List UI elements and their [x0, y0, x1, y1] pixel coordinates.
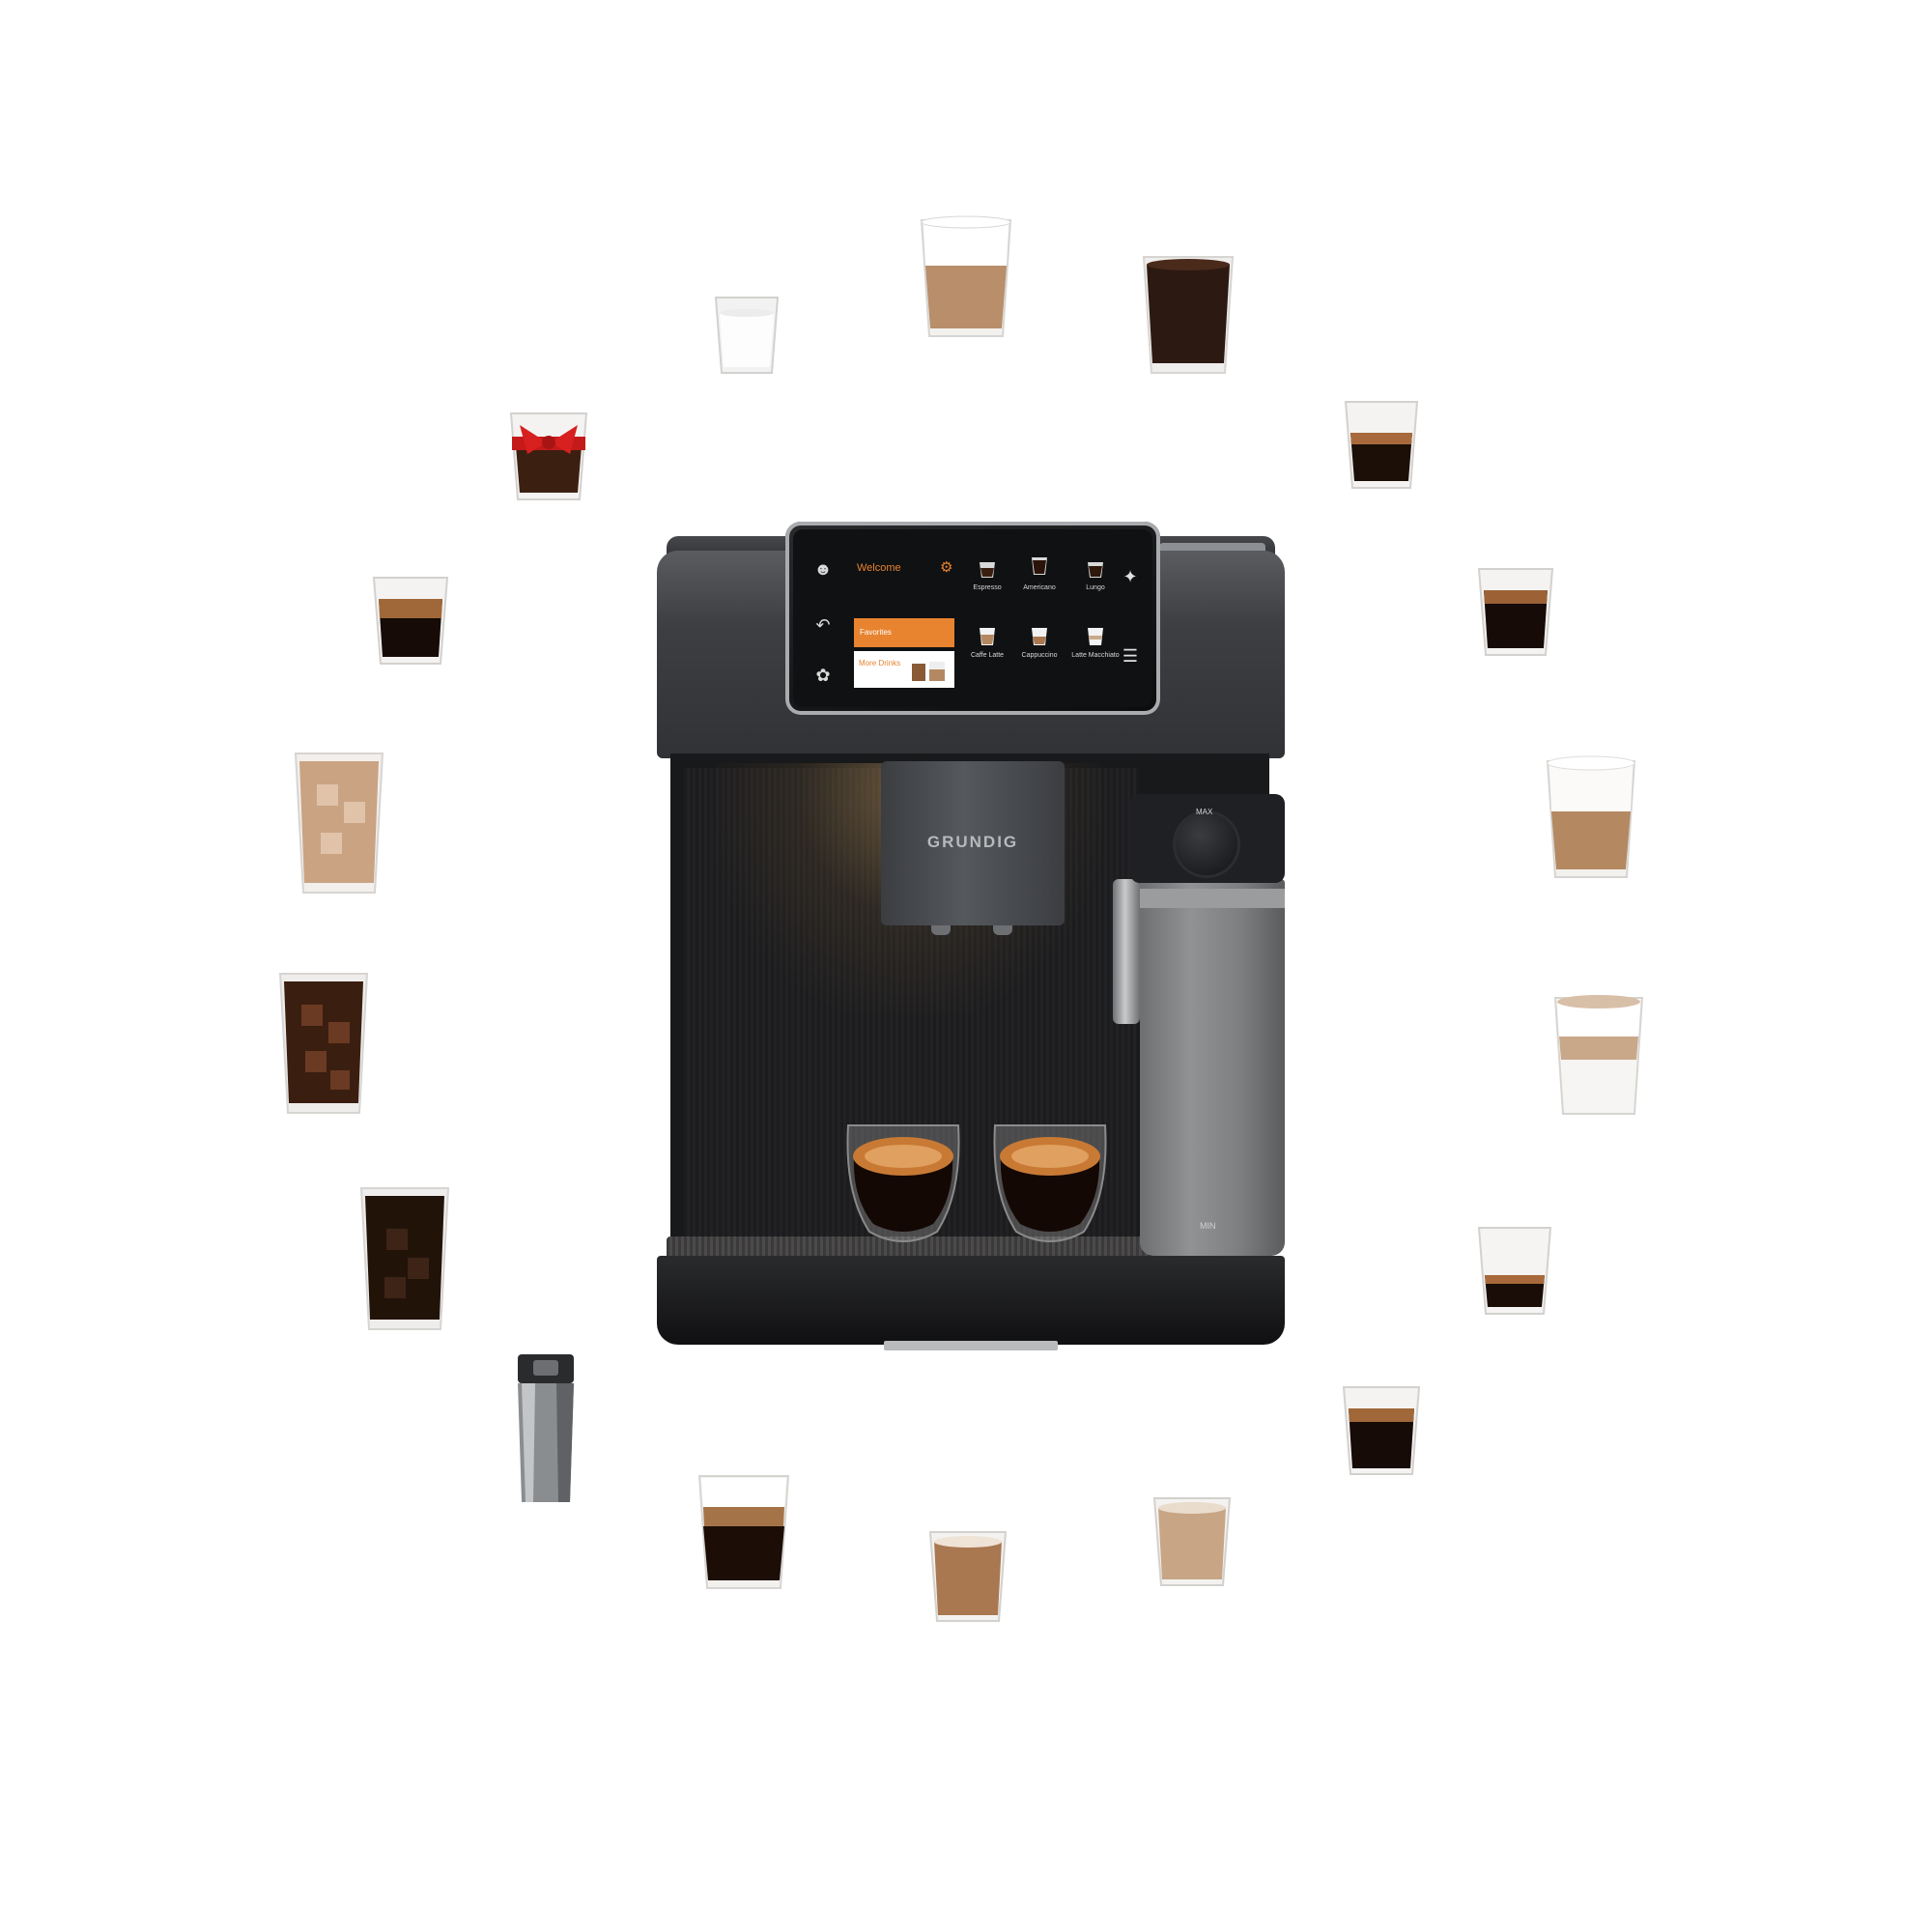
- iced-latte-glass: [292, 746, 386, 898]
- touchscreen-panel: ☻ ↶ ✿ Welcome ⚙ Favorites More Drinks Es…: [785, 522, 1160, 715]
- milk-jug[interactable]: [1140, 879, 1285, 1256]
- espresso-glass: [1343, 396, 1420, 493]
- flat-white-glass: [1151, 1492, 1233, 1591]
- americano-glass: [1140, 249, 1236, 380]
- display: ☻ ↶ ✿ Welcome ⚙ Favorites More Drinks Es…: [793, 529, 1152, 707]
- brand-logo: GRUNDIG: [926, 833, 1019, 851]
- latte-glass: [918, 213, 1014, 343]
- jug-max-label: MAX: [1196, 808, 1213, 816]
- drink-label: Latte Macchiato: [1071, 652, 1120, 659]
- cappuccino-glass: [1544, 753, 1638, 884]
- coffee-glass-right: [1476, 563, 1555, 660]
- milk-spout[interactable]: [1113, 879, 1140, 1024]
- spout-nozzles: [910, 925, 1036, 939]
- milk-glass: [713, 292, 781, 377]
- iced-coffee-glass: [276, 966, 371, 1119]
- drink-label: Caffe Latte: [970, 652, 1005, 659]
- gear-icon[interactable]: ⚙: [940, 559, 953, 576]
- favorites-button[interactable]: Favorites: [854, 618, 954, 647]
- drink-caffe-latte[interactable]: Caffe Latte: [961, 626, 1013, 660]
- drink-label: Americano: [1023, 584, 1056, 591]
- drink-label: Cappuccino: [1021, 652, 1058, 659]
- cortado-glass: [927, 1526, 1009, 1628]
- drink-label: Espresso: [973, 584, 1002, 591]
- drink-espresso[interactable]: Espresso: [961, 558, 1013, 592]
- travel-mug: [512, 1352, 580, 1507]
- lungo-glass: [1341, 1381, 1422, 1480]
- welcome-text: Welcome: [857, 562, 901, 574]
- list-add-icon[interactable]: ☰: [1122, 646, 1139, 666]
- more-drinks-label: More Drinks: [859, 659, 901, 668]
- more-drinks-cups-icon: [912, 662, 945, 681]
- layered-coffee-glass: [696, 1468, 792, 1594]
- drip-tray[interactable]: [657, 1256, 1285, 1345]
- froth-dial[interactable]: [1176, 813, 1237, 875]
- cold-brew-glass: [357, 1180, 452, 1335]
- sparkle-icon[interactable]: ✦: [1122, 567, 1138, 586]
- back-arrow-icon[interactable]: ↶: [815, 615, 831, 635]
- drink-lungo[interactable]: Lungo: [1069, 558, 1122, 592]
- latte-macchiato-glass: [1551, 990, 1646, 1121]
- coffee-glass-left: [371, 572, 450, 668]
- jug-min-label: MIN: [1200, 1221, 1216, 1231]
- espresso-cup-left: [840, 1106, 966, 1251]
- coffee-machine: GRUNDIG MAX MIN ☻ ↶ ✿ Welcome ⚙ Favorite…: [657, 522, 1285, 1352]
- espresso-cup-right: [987, 1106, 1113, 1251]
- milk-level: [1140, 889, 1285, 908]
- drink-cappuccino[interactable]: Cappuccino: [1013, 626, 1065, 660]
- coffee-spout[interactable]: GRUNDIG: [881, 761, 1065, 925]
- drip-tray-handle[interactable]: [884, 1341, 1058, 1350]
- ristretto-glass: [1476, 1222, 1553, 1319]
- drink-latte-macchiato[interactable]: Latte Macchiato: [1069, 626, 1122, 660]
- user-icon[interactable]: ☻: [813, 559, 833, 579]
- more-drinks-button[interactable]: More Drinks: [854, 651, 954, 688]
- leaf-icon[interactable]: ✿: [815, 666, 831, 685]
- drink-americano[interactable]: Americano: [1013, 553, 1065, 592]
- drink-label: Lungo: [1086, 584, 1105, 591]
- gift-coffee-glass: [508, 408, 589, 504]
